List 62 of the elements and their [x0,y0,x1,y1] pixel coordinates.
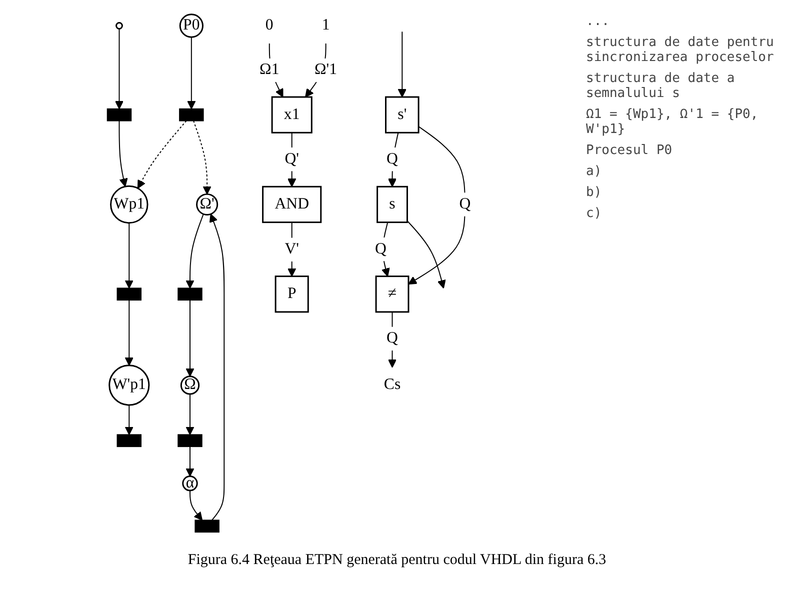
node-box: x1 [271,96,312,134]
edge-label: Q [386,150,398,168]
node-bar [178,434,202,448]
arrow [186,446,194,477]
node-text: Cs [384,376,401,394]
node-circle: Ω [180,376,200,395]
edge-label: V' [284,240,299,258]
node-circle: P0 [179,14,204,38]
arrow [406,220,446,289]
note-text: structura de date a semnalului s [586,71,736,101]
node-bar [116,434,142,448]
arrow [190,490,203,521]
arrow [408,126,466,285]
note-text: a) [586,164,603,179]
arrow [124,300,134,366]
edge-label: Ω'1 [314,61,338,78]
note-text: ... [586,14,610,29]
arrow [193,120,212,195]
arrow [186,300,194,377]
edge-label: Q [386,330,398,347]
node-bar [194,520,220,533]
arrow [118,120,128,187]
node-text: 0 [265,16,274,34]
edge-label: Q [375,240,386,258]
node-box: ≠ [375,276,410,313]
note-text: Procesul P0 [586,143,674,158]
edge-label: Ω1 [260,61,280,78]
arrow [186,214,204,289]
arrow [137,120,187,189]
arrow [388,311,397,368]
node-box: s [376,186,408,224]
node-bar [179,108,204,122]
node-bar [106,108,132,122]
node-text: 1 [322,16,330,34]
node-circle: Ω' [196,193,218,216]
arrow [288,132,296,188]
arrow [398,31,407,98]
arrow [388,132,399,188]
edge-label: Q' [284,150,299,168]
note-text: c) [586,206,603,221]
node-box: AND [262,186,322,224]
node-circle: W'p1 [108,364,150,406]
node-bar [116,288,142,301]
figure-caption: Figura 6.4 Reţeaua ETPN generată pentru codul VHDL din figura 6.3 [186,551,608,570]
node-box: P [274,276,309,313]
arrow [186,394,194,436]
node-bar [178,288,202,301]
arrow [268,43,284,98]
arrow [209,214,225,521]
edge-label: Q [459,196,471,212]
arrow [124,404,134,436]
node-circle: Wp1 [110,185,148,224]
node-circle: α [182,476,198,492]
arrow [124,222,134,289]
node-box: s' [385,96,420,134]
note-text: b) [586,185,603,200]
note-text: structura de date pentru sincronizarea proceselor [586,35,775,65]
node-circle [116,22,123,30]
arrow [114,28,124,110]
note-text: Ω1 = {Wp1}, Ω'1 = {P0, W'p1} [586,107,760,137]
arrow [288,222,296,277]
arrow [187,36,196,110]
